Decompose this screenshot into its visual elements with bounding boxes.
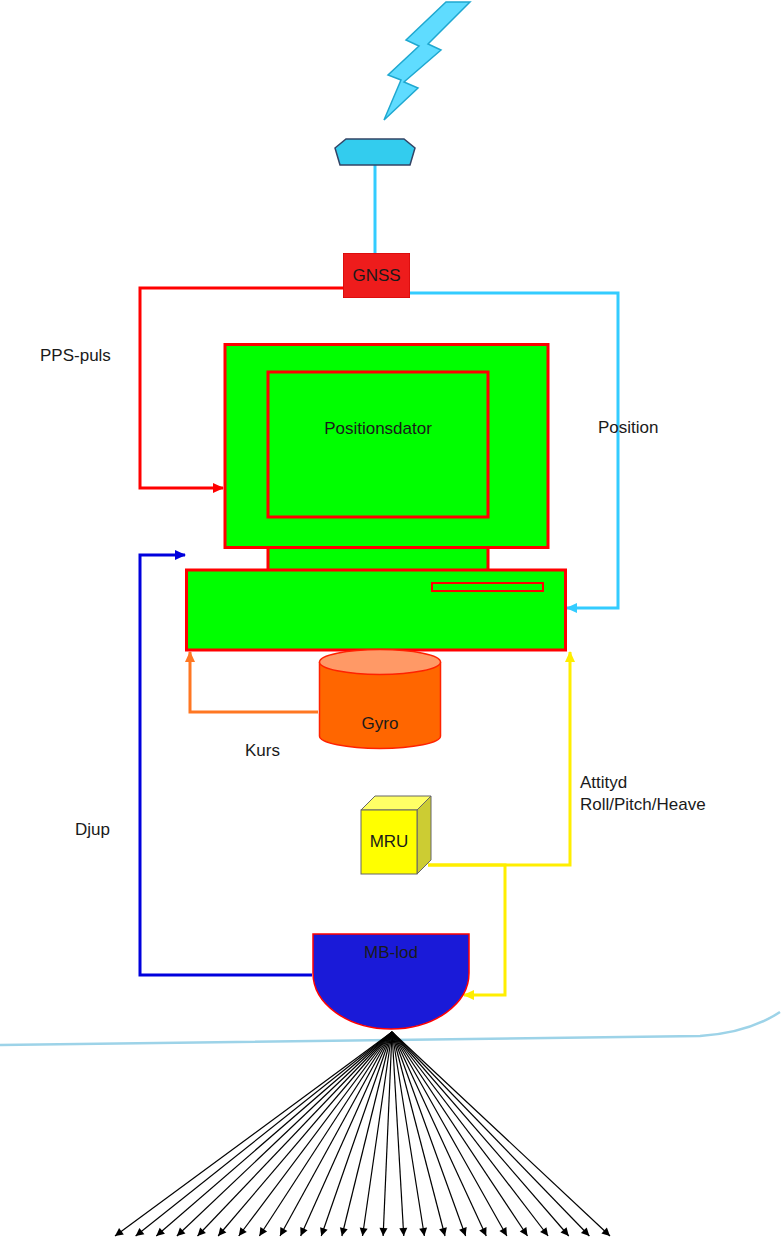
node-shape bbox=[185, 343, 567, 652]
signal-line bbox=[428, 652, 570, 865]
beam-head bbox=[218, 1227, 226, 1236]
beam-head bbox=[360, 1228, 368, 1236]
beam bbox=[392, 1032, 486, 1236]
signal-label: Kurs bbox=[245, 740, 280, 762]
beam-head bbox=[379, 1228, 387, 1236]
beam bbox=[392, 1032, 569, 1236]
signal-label: PPS-puls bbox=[40, 345, 111, 367]
beam bbox=[392, 1032, 528, 1236]
computer: Positionsdator bbox=[185, 343, 567, 652]
beam-head bbox=[499, 1227, 506, 1236]
beam-head bbox=[601, 1228, 610, 1236]
beam-head bbox=[239, 1227, 247, 1236]
beam-head bbox=[136, 1228, 145, 1236]
beam bbox=[392, 1032, 507, 1236]
beam-head bbox=[581, 1227, 589, 1236]
beam bbox=[115, 1032, 392, 1236]
signal-line bbox=[190, 652, 318, 712]
beam-head bbox=[115, 1228, 124, 1236]
mru-cube: MRU bbox=[360, 795, 432, 875]
antenna bbox=[335, 139, 415, 165]
beam-head bbox=[459, 1227, 467, 1236]
beam bbox=[363, 1032, 393, 1236]
node-label: MRU bbox=[361, 810, 417, 874]
beam-head bbox=[399, 1228, 407, 1236]
receiver-box: GNSS bbox=[343, 253, 410, 298]
beam bbox=[342, 1032, 392, 1236]
beam-head bbox=[340, 1227, 348, 1236]
beam-head bbox=[439, 1227, 447, 1236]
beam-head bbox=[156, 1228, 165, 1236]
beam bbox=[239, 1032, 392, 1236]
beam bbox=[136, 1032, 392, 1236]
beam-head bbox=[300, 1227, 307, 1236]
beam bbox=[280, 1032, 392, 1236]
beam bbox=[392, 1032, 548, 1236]
beam bbox=[392, 1032, 589, 1236]
beam bbox=[156, 1032, 392, 1236]
beam-head bbox=[259, 1227, 267, 1236]
node-label: Positionsdator bbox=[271, 375, 485, 514]
beam bbox=[392, 1032, 466, 1236]
signal-label: Djup bbox=[75, 819, 110, 841]
beam-head bbox=[320, 1227, 328, 1236]
beam bbox=[321, 1032, 392, 1236]
gyro-cylinder: Gyro bbox=[318, 648, 442, 750]
node-label: Gyro bbox=[318, 706, 442, 742]
beam-head bbox=[280, 1227, 287, 1236]
beam bbox=[301, 1032, 392, 1236]
beam bbox=[259, 1032, 392, 1236]
beam-head bbox=[540, 1227, 548, 1236]
beam-head bbox=[560, 1227, 568, 1236]
sonar-beams bbox=[115, 1032, 610, 1236]
echo-sounder: MB-lod bbox=[312, 933, 470, 1030]
antenna-cable bbox=[374, 165, 377, 253]
beam bbox=[392, 1032, 610, 1236]
radio-signal bbox=[384, 2, 470, 120]
node-label: MB-lod bbox=[312, 935, 470, 971]
beam bbox=[392, 1032, 424, 1236]
beam bbox=[383, 1032, 392, 1236]
node-shape bbox=[318, 648, 442, 750]
node-label: GNSS bbox=[343, 253, 410, 298]
beam-head bbox=[479, 1227, 486, 1236]
signal-label: Attityd Roll/Pitch/Heave bbox=[580, 772, 740, 816]
beam-head bbox=[177, 1228, 186, 1236]
beam bbox=[177, 1032, 392, 1236]
beam bbox=[218, 1032, 392, 1236]
beam bbox=[392, 1032, 404, 1236]
beam-head bbox=[198, 1227, 206, 1236]
beam-head bbox=[520, 1227, 528, 1236]
beam bbox=[198, 1032, 393, 1236]
signal-label: Position bbox=[598, 417, 658, 439]
beam-head bbox=[419, 1227, 427, 1236]
